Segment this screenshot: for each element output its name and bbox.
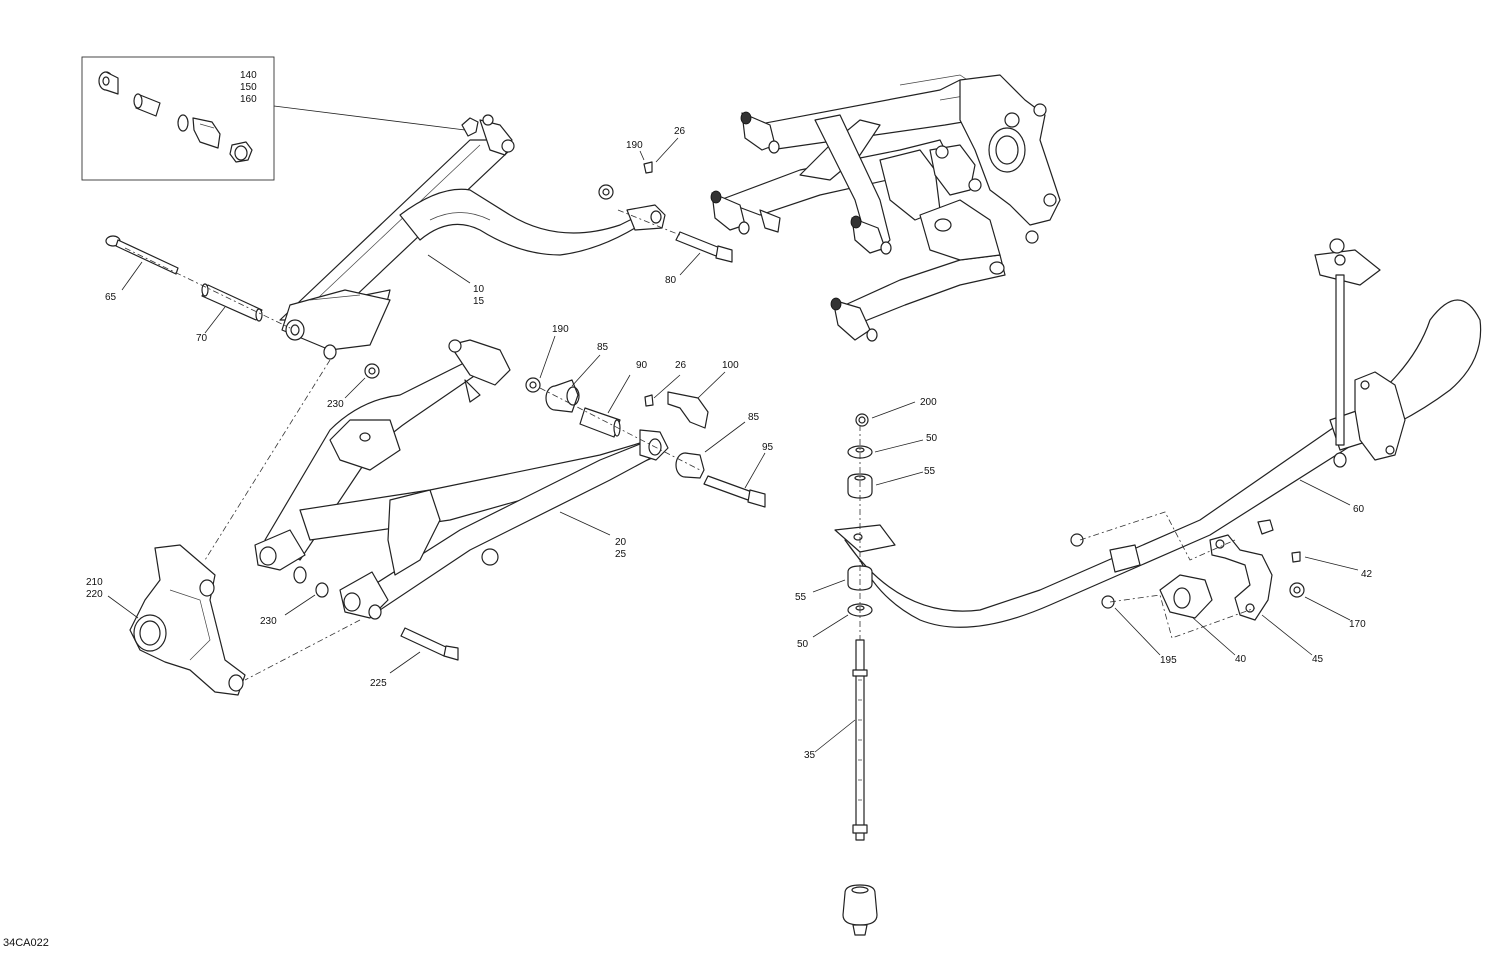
callout-70: 70	[196, 333, 208, 344]
callout-40: 40	[1235, 654, 1247, 665]
callout-45: 45	[1312, 654, 1324, 665]
inset-washer	[177, 114, 189, 132]
bolt-95	[703, 475, 766, 508]
callout-26: 26	[674, 126, 686, 137]
bushing-85-right	[675, 452, 705, 479]
grease-fitting-26-lower	[644, 394, 654, 407]
nut-230-lower	[315, 582, 329, 598]
callout-200: 200	[920, 397, 937, 408]
assembly-view	[710, 74, 1061, 342]
callout-42: 42	[1361, 569, 1373, 580]
dash-upper-to-knuckle	[204, 359, 331, 561]
link-rod-35	[852, 639, 868, 841]
bracket-100	[667, 391, 709, 429]
callout-190: 190	[552, 324, 569, 335]
clamp-45	[1209, 534, 1273, 621]
callout-80: 80	[665, 275, 677, 286]
callout-225: 225	[370, 678, 387, 689]
stabilizer-bar-60	[834, 238, 1482, 628]
dash-clamp-lower	[1109, 594, 1256, 639]
bolt-225	[400, 627, 459, 661]
callout-50: 50	[926, 433, 938, 444]
nut-230-upper	[364, 363, 380, 379]
dash-lower-to-knuckle	[244, 619, 361, 681]
dash-bolt-65	[124, 247, 291, 329]
inset-frame	[81, 56, 275, 181]
bolt-65	[105, 235, 179, 275]
callout-195: 195	[1160, 655, 1177, 666]
grommet-55-bottom	[847, 565, 873, 591]
dash-clamp-upper	[1079, 511, 1236, 561]
bolt-170	[1289, 582, 1305, 598]
sleeve-70	[201, 283, 263, 322]
callout-230: 230	[327, 399, 344, 410]
inset-leader-line	[273, 105, 466, 131]
nut-190-upper	[598, 184, 614, 200]
callout-50: 50	[797, 639, 809, 650]
bushing-40	[1159, 574, 1213, 619]
rubber-mount-bottom	[842, 884, 878, 936]
callout-26: 26	[675, 360, 687, 371]
callout-170: 170	[1349, 619, 1366, 630]
callout-60: 60	[1353, 504, 1365, 515]
callout-230: 230	[260, 616, 277, 627]
callout-95: 95	[762, 442, 774, 453]
callout-85: 85	[748, 412, 760, 423]
leader-lines	[107, 137, 1359, 753]
dash-lower-bushings	[539, 387, 701, 471]
callout-100: 100	[722, 360, 739, 371]
inset-bracket	[192, 117, 221, 149]
drawing-code: 34CA022	[3, 937, 49, 949]
upper-ball-joint	[461, 114, 515, 156]
bushing-85-left	[545, 379, 580, 413]
callout-190: 190	[626, 140, 643, 151]
sleeve-90	[579, 407, 621, 438]
inset-bushing-kit	[81, 56, 466, 181]
knuckle-210	[129, 544, 246, 696]
upper-a-arm	[279, 114, 666, 360]
nut-200	[855, 413, 869, 427]
callout-90: 90	[636, 360, 648, 371]
lower-a-arm	[254, 339, 669, 620]
lower-ball-joint	[448, 339, 511, 403]
inset-sleeve	[133, 93, 161, 117]
callout-85: 85	[597, 342, 609, 353]
nut-42	[1291, 551, 1301, 563]
callout-35: 35	[804, 750, 816, 761]
nut-clamp-left	[1070, 533, 1084, 547]
nut-190-lower	[525, 377, 541, 393]
bolt-42	[1257, 519, 1274, 535]
grease-fitting-26-upper	[643, 161, 653, 174]
inset-bushing-flange	[98, 71, 119, 95]
callout-55: 55	[795, 592, 807, 603]
callout-65: 65	[105, 292, 117, 303]
bolt-80	[675, 231, 733, 263]
nut-195	[1101, 595, 1115, 609]
callout-55: 55	[924, 466, 936, 477]
inset-bushing-cap	[229, 141, 253, 163]
dash-bolt-80	[617, 209, 681, 236]
